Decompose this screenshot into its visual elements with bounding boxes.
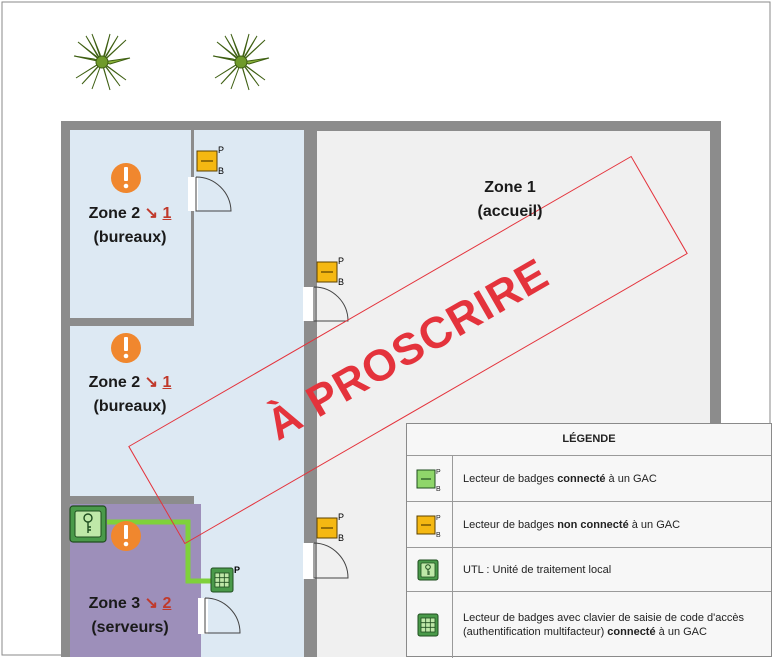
legend-title: LÉGENDE: [562, 433, 616, 445]
utl-key-icon: [415, 557, 441, 583]
alert-icon: [111, 163, 141, 193]
door-swing-icon: [195, 176, 349, 634]
zone-title: Zone 3: [88, 595, 141, 612]
alert-icon: [111, 521, 141, 551]
orange-badge-reader-icon: [196, 150, 218, 172]
stamp: [128, 155, 688, 545]
legend-text: UTL : Unité de traitement local: [463, 563, 612, 576]
zone-subtitle: (bureaux): [93, 398, 167, 415]
legend-row: Lecteur de badges avec clavier de saisie…: [407, 591, 771, 658]
orange-badge-reader-icon: [316, 261, 338, 283]
svg-text:P: P: [436, 515, 441, 522]
reader-p-label: P: [218, 145, 225, 155]
zone-subtitle: (bureaux): [93, 229, 167, 246]
zone-title: Zone 2: [88, 205, 141, 222]
zone-level: 1: [162, 205, 172, 222]
decrease-arrow-icon: ↘: [144, 595, 159, 612]
zone-1-label: Zone 1 (accueil): [430, 176, 590, 224]
legend-header: LÉGENDE: [407, 424, 771, 455]
zone-level: 1: [162, 374, 172, 391]
reader-p-label: P: [338, 256, 345, 266]
alert-icon: [111, 333, 141, 363]
zone-subtitle: (accueil): [477, 203, 543, 220]
svg-text:B: B: [436, 486, 441, 492]
svg-text:B: B: [436, 532, 441, 538]
decrease-arrow-icon: ↘: [144, 374, 159, 391]
legend-text: Lecteur de badges avec clavier de saisie…: [463, 612, 744, 638]
keypad-reader-icon: [415, 612, 441, 638]
legend-text: Lecteur de badges connecté à un GAC: [463, 472, 657, 485]
orange-badge-reader-icon: [316, 517, 338, 539]
svg-text:P: P: [436, 469, 441, 476]
reader-b-label: B: [338, 277, 345, 287]
reader-b-label: B: [338, 533, 345, 543]
reader-b-label: B: [218, 166, 225, 176]
utl-key-icon: [69, 505, 107, 543]
zone-subtitle: (serveurs): [91, 619, 169, 636]
zone-2-middle-label: Zone 2 ↘ 1 (bureaux): [60, 371, 200, 419]
zone-3-label: Zone 3 ↘ 2 (serveurs): [60, 592, 200, 640]
keypad-reader-icon: [210, 567, 234, 593]
zone-title: Zone 1: [484, 179, 536, 196]
legend-text: Lecteur de badges non connecté à un GAC: [463, 518, 681, 531]
zone-2-middle-area: [70, 326, 304, 496]
reader-p-label: P: [234, 565, 241, 575]
zone-2-top-label: Zone 2 ↘ 1 (bureaux): [60, 202, 200, 250]
legend-row: UTL : Unité de traitement local: [407, 547, 771, 591]
zone-2-top-area: [70, 130, 191, 318]
network-cable: [107, 519, 213, 584]
zone-title: Zone 2: [88, 374, 141, 391]
zone-level: 2: [162, 595, 172, 612]
decrease-arrow-icon: ↘: [144, 205, 159, 222]
reader-p-label: P: [338, 512, 345, 522]
